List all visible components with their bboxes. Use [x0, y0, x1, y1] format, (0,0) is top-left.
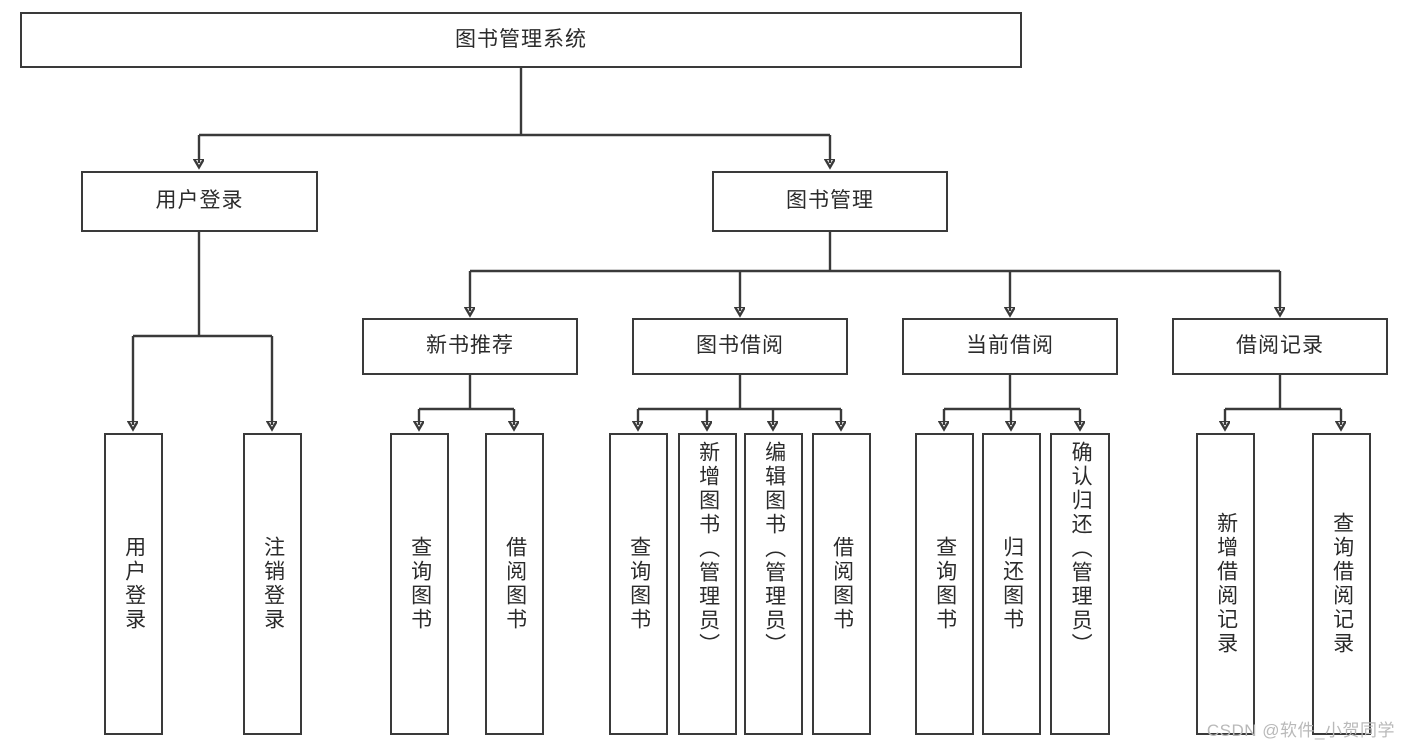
node-label: 新书推荐: [426, 334, 514, 358]
node-label: 借阅记录: [1236, 334, 1324, 358]
node-label: 借阅图书: [503, 536, 527, 632]
node-book-management[interactable]: 图书管理: [712, 171, 948, 232]
node-label: 图书管理系统: [455, 27, 587, 51]
node-label: 用户登录: [155, 189, 244, 213]
node-label: 查询图书: [627, 536, 651, 632]
node-user-login[interactable]: 用户登录: [81, 171, 318, 232]
node-borrow-record[interactable]: 借阅记录: [1172, 318, 1388, 375]
leaf-user-login-login[interactable]: 用户登录: [104, 433, 163, 735]
node-label: 新增图书（管理员）: [696, 441, 720, 657]
leaf-current-borrow-return-book[interactable]: 归还图书: [982, 433, 1041, 735]
leaf-new-book-borrow-book[interactable]: 借阅图书: [485, 433, 544, 735]
node-label: 图书管理: [786, 189, 874, 213]
node-label: 当前借阅: [966, 334, 1054, 358]
leaf-book-borrow-edit-book-admin[interactable]: 编辑图书（管理员）: [744, 433, 803, 735]
leaf-book-borrow-borrow-book[interactable]: 借阅图书: [812, 433, 871, 735]
node-label: 查询图书: [408, 536, 432, 632]
leaf-new-book-query-book[interactable]: 查询图书: [390, 433, 449, 735]
node-label: 查询借阅记录: [1330, 512, 1354, 656]
node-label: 编辑图书（管理员）: [762, 441, 786, 657]
leaf-current-borrow-query-book[interactable]: 查询图书: [915, 433, 974, 735]
node-new-book-recommend[interactable]: 新书推荐: [362, 318, 578, 375]
node-label: 借阅图书: [830, 536, 854, 632]
node-current-borrow[interactable]: 当前借阅: [902, 318, 1118, 375]
leaf-borrow-record-query-record[interactable]: 查询借阅记录: [1312, 433, 1371, 735]
node-label: 注销登录: [261, 536, 285, 632]
node-label: 归还图书: [1000, 536, 1024, 632]
leaf-current-borrow-confirm-return-admin[interactable]: 确认归还（管理员）: [1050, 433, 1110, 735]
node-label: 查询图书: [933, 536, 957, 632]
node-label: 用户登录: [122, 536, 146, 632]
leaf-book-borrow-add-book-admin[interactable]: 新增图书（管理员）: [678, 433, 737, 735]
leaf-book-borrow-query-book[interactable]: 查询图书: [609, 433, 668, 735]
node-book-borrow[interactable]: 图书借阅: [632, 318, 848, 375]
leaf-borrow-record-add-record[interactable]: 新增借阅记录: [1196, 433, 1255, 735]
node-label: 新增借阅记录: [1214, 512, 1238, 656]
node-label: 图书借阅: [696, 334, 784, 358]
leaf-user-login-logout[interactable]: 注销登录: [243, 433, 302, 735]
node-root-system[interactable]: 图书管理系统: [20, 12, 1022, 68]
node-label: 确认归还（管理员）: [1069, 441, 1093, 657]
